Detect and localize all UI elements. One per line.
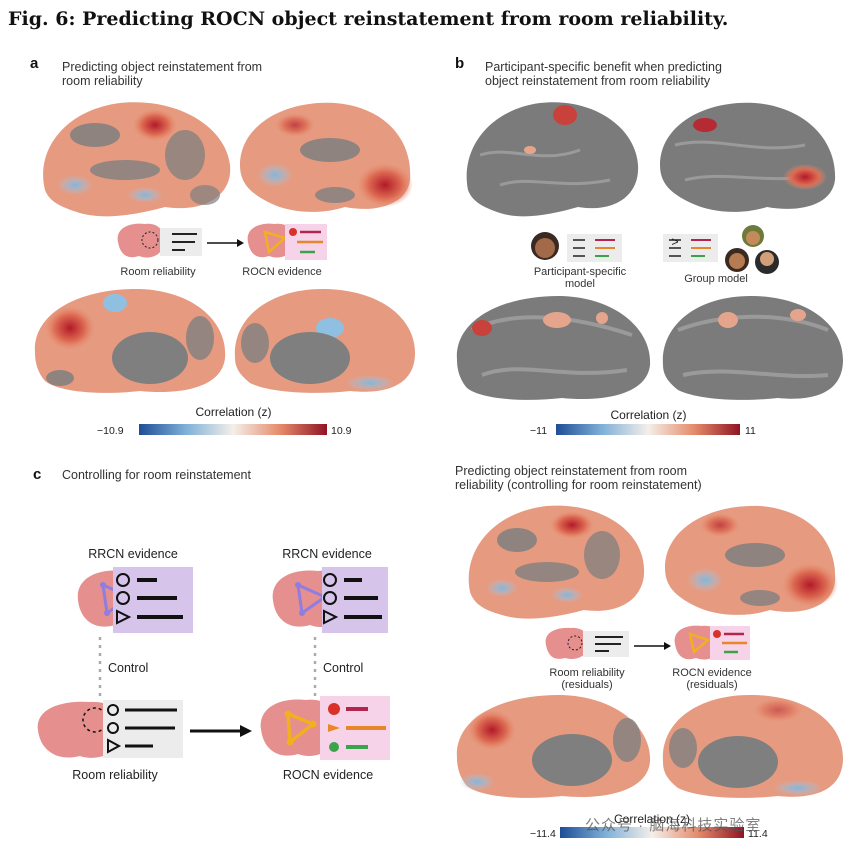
- panel-b-model-comparison: [531, 225, 779, 274]
- panel-c-control-label-left: Control: [108, 661, 149, 675]
- panel-d-brain-right-lateral: [665, 505, 838, 615]
- panel-c-rrcn-label-right: RRCN evidence: [282, 547, 372, 561]
- panel-d-colorbar-min: −11.4: [530, 828, 556, 840]
- panel-b-colorbar-min: −11: [530, 425, 548, 437]
- panel-a-rocn-evidence-icon: [247, 223, 327, 260]
- panel-b-group-model-label: Group model: [684, 273, 748, 285]
- panel-d-rocn-evidence-line2: (residuals): [686, 679, 738, 691]
- panel-c-room-reliability-icon: [37, 700, 183, 758]
- panel-c-title: Controlling for room reinstatement: [62, 468, 251, 482]
- panel-d-rocn-evidence-line1: ROCN evidence: [672, 667, 752, 679]
- panel-a-room-reliability-label: Room reliability: [120, 266, 196, 278]
- panel-d-colorbar-label: Correlation (z): [613, 812, 691, 826]
- panel-b-greater-than: >: [671, 235, 679, 249]
- panel-a-title: Predicting object reinstatement from roo…: [62, 60, 262, 88]
- panel-d-arrow: [634, 642, 671, 650]
- panel-a-letter: a: [30, 55, 39, 72]
- panel-a-brain-right-medial: [234, 288, 415, 393]
- panel-d-rocn-evidence-label: ROCN evidence (residuals): [652, 667, 772, 691]
- panel-c-rocn-evidence-label: ROCN evidence: [282, 768, 374, 782]
- panel-d-room-reliability-line2: (residuals): [561, 679, 613, 691]
- panel-a-title-line2: room reliability: [62, 74, 143, 88]
- panel-d-brain-left-medial: [456, 694, 651, 798]
- panel-c-room-reliability-label: Room reliability: [72, 768, 158, 782]
- panel-d-rocn-evidence-icon: [674, 625, 750, 660]
- panel-d-colorbar: [560, 827, 744, 838]
- panel-d-room-reliability-icon: [545, 627, 629, 659]
- panel-b-colorbar-label: Correlation (z): [610, 408, 687, 422]
- panel-b-participant-model-label: Participant-specific model: [520, 266, 640, 290]
- panel-a-brain-left-medial: [34, 288, 226, 393]
- panel-a-colorbar-min: −10.9: [97, 425, 124, 437]
- panel-b-brain-right-lateral: [660, 102, 836, 212]
- panel-b-brain-left-medial: [456, 295, 651, 400]
- panel-d-title-line1: Predicting object reinstatement from roo…: [455, 464, 688, 478]
- panel-c-control-line-left: [98, 637, 102, 697]
- panel-a-colorbar-max: 10.9: [331, 425, 352, 437]
- panel-d-brain-left-lateral: [468, 505, 645, 619]
- panel-a-brain-right-lateral: [240, 102, 413, 212]
- panel-c-rocn-evidence-icon: [260, 696, 390, 760]
- panel-d-title: Predicting object reinstatement from roo…: [455, 464, 702, 492]
- watermark: 公众号 · 脑海科技实验室: [585, 817, 762, 834]
- panel-c-rrcn-icon-right: [272, 567, 388, 633]
- panel-c-rrcn-label-left: RRCN evidence: [88, 547, 178, 561]
- panel-a-colorbar-label: Correlation (z): [195, 405, 272, 419]
- panel-a-room-reliability-icon: [117, 223, 202, 258]
- panel-a-arrow: [207, 239, 244, 247]
- panel-b-title-line2: object reinstatement from room reliabili…: [485, 74, 711, 88]
- panel-c-control-line-right: [313, 637, 317, 697]
- panel-b-colorbar-max: 11: [745, 425, 756, 437]
- panel-b-participant-model-line2: model: [565, 278, 595, 290]
- panel-c-letter: c: [33, 466, 42, 483]
- panel-b-letter: b: [455, 55, 465, 72]
- panel-a-colorbar: [139, 424, 327, 435]
- panel-d-brain-right-medial: [662, 694, 843, 798]
- panel-b-colorbar: [556, 424, 740, 435]
- figure-title: Fig. 6: Predicting ROCN object reinstate…: [8, 8, 729, 30]
- panel-a-rocn-evidence-label: ROCN evidence: [242, 266, 322, 278]
- panel-b-title-line1: Participant-specific benefit when predic…: [485, 60, 722, 74]
- panel-b-brain-left-lateral: [466, 102, 639, 217]
- panel-c-rrcn-icon-left: [77, 567, 193, 633]
- panel-c-control-label-right: Control: [323, 661, 364, 675]
- panel-c-arrow: [190, 725, 252, 737]
- panel-b-participant-model-line1: Participant-specific: [533, 266, 627, 278]
- panel-b-title: Participant-specific benefit when predic…: [485, 60, 722, 88]
- panel-a-brain-left-lateral: [43, 102, 231, 217]
- panel-d-room-reliability-label: Room reliability (residuals): [527, 667, 647, 691]
- panel-d-room-reliability-line1: Room reliability: [549, 667, 625, 679]
- panel-d-title-line2: reliability (controlling for room reinst…: [455, 478, 702, 492]
- panel-a-title-line1: Predicting object reinstatement from: [62, 60, 263, 74]
- panel-b-brain-right-medial: [662, 295, 843, 400]
- panel-d-colorbar-max: 11.4: [748, 828, 768, 840]
